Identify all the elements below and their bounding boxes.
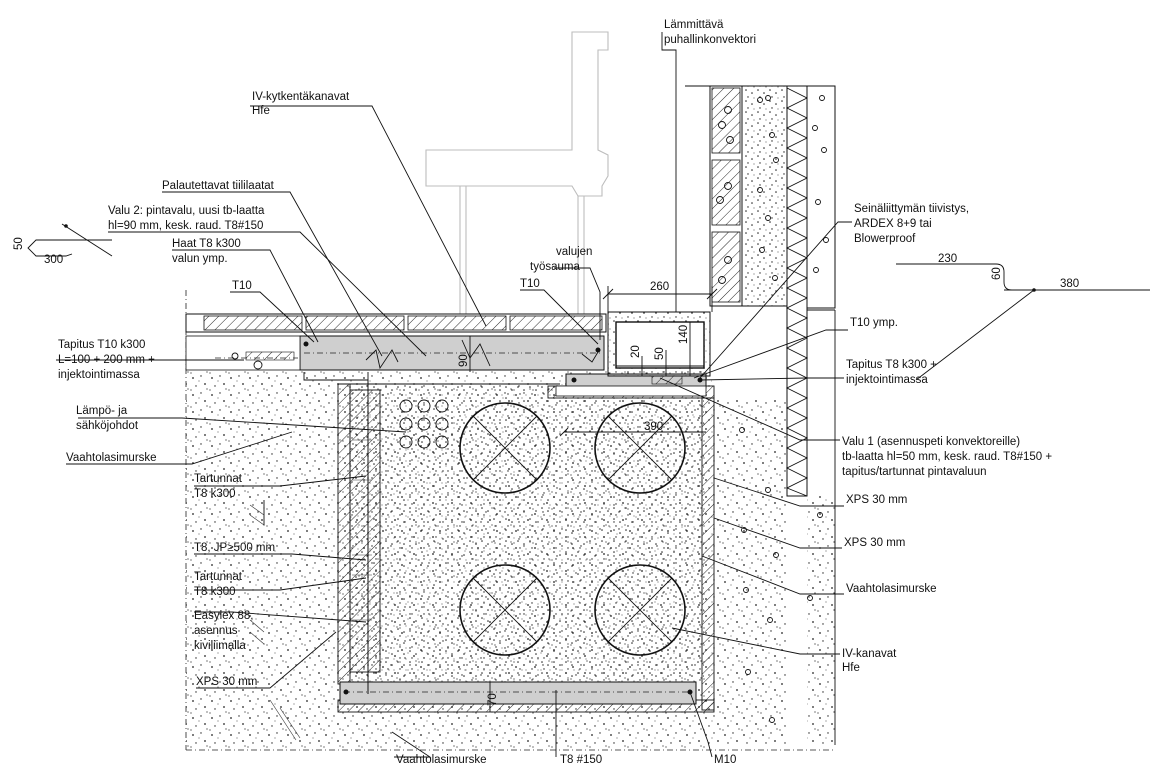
label-haat-2: valun ymp. — [172, 253, 228, 265]
annotations: Lämmittävä puhallinkonvektori IV-kytkent… — [58, 19, 1052, 766]
label-t8-150: T8 #150 — [560, 754, 602, 766]
label-valu1-1: Valu 1 (asennuspeti konvektoreille) — [842, 436, 1020, 448]
cable-pipes — [399, 399, 449, 449]
label-xps-r2: XPS 30 mm — [844, 537, 905, 549]
floor-build-up — [185, 311, 711, 694]
ground-marks — [249, 500, 301, 741]
label-iv-kanavat-1: IV-kanavat — [842, 648, 897, 660]
label-vaahto-bottom: Vaahtolasimurske — [396, 754, 487, 766]
dim-380: 380 — [1060, 278, 1079, 290]
leader-lines — [56, 32, 852, 758]
label-valu1-2: tb-laatta hl=50 mm, kesk. raud. T8#150 + — [842, 451, 1052, 463]
label-seina-2: ARDEX 8+9 tai — [854, 218, 932, 230]
label-lammittava-2: puhallinkonvektori — [664, 34, 756, 46]
label-seina-3: Blowerproof — [854, 233, 916, 245]
dim-90: 90 — [458, 354, 470, 367]
dim-390: 390 — [644, 421, 663, 433]
label-valu1-3: tapitus/tartunnat pintavaluun — [842, 466, 987, 478]
label-xps-left: XPS 30 mm — [196, 676, 257, 688]
dimension-lines: 260 140 20 50 90 390 70 50 300 230 60 38… — [13, 223, 1150, 712]
duct-bottom-left — [459, 564, 551, 656]
label-m10: M10 — [714, 754, 736, 766]
easylex-plate — [349, 389, 381, 673]
label-lampo-2: sähköjohdot — [76, 420, 139, 432]
dim-140: 140 — [678, 325, 690, 344]
label-t10-left: T10 — [232, 280, 252, 292]
label-easylex-3: kiviliimalla — [194, 640, 246, 652]
wall-section — [685, 85, 836, 745]
duct-top-right — [594, 402, 686, 494]
label-easylex-1: Easylex 88, — [194, 610, 253, 622]
label-iv-kanavat-2: Hfe — [842, 662, 860, 674]
label-tapitus-l-3: injektointimassa — [58, 369, 140, 381]
convector-outline — [425, 31, 609, 316]
bottom-slab — [339, 372, 697, 705]
label-valujen-2: työsauma — [530, 261, 580, 273]
label-seina-1: Seinäliittymän tiivistys, — [854, 203, 969, 215]
label-t10-mid: T10 — [520, 278, 540, 290]
dim-260: 260 — [650, 281, 669, 293]
dim-60: 60 — [991, 267, 1003, 280]
label-xps-r1: XPS 30 mm — [846, 494, 907, 506]
label-easylex-2: asennus — [194, 625, 238, 637]
label-lampo-1: Lämpö- ja — [76, 405, 128, 417]
label-t10-ymp: T10 ymp. — [850, 317, 898, 329]
label-t8-jp: T8, JP≥500 mm — [194, 542, 275, 554]
dim-300: 300 — [44, 254, 63, 266]
dim-230: 230 — [938, 253, 957, 265]
label-tartunnat2-2: T8 k300 — [194, 586, 236, 598]
label-iv-kytkenta-1: IV-kytkentäkanavat — [252, 91, 350, 103]
label-haat-1: Haat T8 k300 — [172, 238, 241, 250]
label-palautettavat: Palautettavat tiililaatat — [162, 180, 275, 192]
label-lammittava-1: Lämmittävä — [664, 19, 724, 31]
dim-50-left: 50 — [13, 237, 25, 250]
label-tapitus-l-2: L=100 + 200 mm + — [58, 354, 155, 366]
label-tapitus-r-1: Tapitus T8 k300 + — [846, 359, 937, 371]
label-vaahto-right: Vaahtolasimurske — [846, 583, 937, 595]
iv-ducts — [399, 399, 686, 656]
dim-70: 70 — [487, 693, 499, 706]
label-tapitus-l-1: Tapitus T10 k300 — [58, 339, 145, 351]
label-valu2-2: hl=90 mm, kesk. raud. T8#150 — [108, 220, 263, 232]
label-tartunnat1-1: Tartunnat — [194, 473, 243, 485]
label-iv-kytkenta-2: Hfe — [252, 105, 270, 117]
label-valu2-1: Valu 2: pintavalu, uusi tb-laatta — [108, 205, 265, 217]
label-valujen-1: valujen — [556, 246, 592, 258]
label-tapitus-r-2: injektointimassa — [846, 374, 928, 386]
duct-bottom-right — [594, 564, 686, 656]
duct-top-left — [459, 402, 551, 494]
dim-50: 50 — [654, 347, 666, 360]
dim-20: 20 — [630, 345, 642, 358]
label-tartunnat1-2: T8 k300 — [194, 488, 236, 500]
label-vaahto-left: Vaahtolasimurske — [66, 452, 157, 464]
label-tartunnat2-1: Tartunnat — [194, 571, 243, 583]
